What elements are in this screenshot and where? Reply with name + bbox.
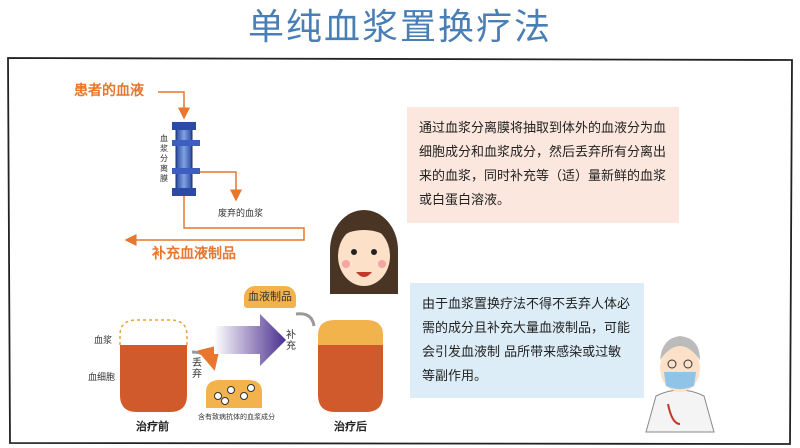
waste-plasma-label: 废弃的血浆 [218, 209, 264, 219]
flow-lines [124, 91, 305, 246]
supplement-label: 补充 [286, 330, 296, 352]
waste-plasma-icon [206, 380, 262, 408]
blood-products-badge: 血液制品 [244, 286, 296, 308]
supplement-arrow [295, 312, 316, 327]
blood-cells-label: 血细胞 [88, 373, 116, 383]
after-container [318, 320, 383, 412]
discard-arrow [191, 344, 221, 371]
girl-avatar [330, 210, 398, 294]
transition-arrow [214, 314, 286, 366]
supplement-products-label: 补充血液制品 [152, 246, 236, 262]
frame-border [7, 57, 793, 445]
separator-membrane-label: 血浆分离膜 [160, 134, 168, 183]
separator-membrane-icon [172, 122, 200, 196]
discard-label: 丢弃 [192, 358, 202, 380]
info-box-top: 通过血浆分离膜将抽取到体外的血液分为血细胞成分和血浆成分，然后丢弃所有分离出来的… [407, 107, 679, 223]
waste-caption: 含有致病抗体的血浆成分 [198, 413, 275, 421]
patient-blood-label: 患者的血液 [74, 83, 144, 99]
plasma-label: 血浆 [94, 336, 113, 346]
after-label: 治疗后 [334, 420, 367, 433]
page-title: 单纯血浆置换疗法 [247, 7, 552, 48]
doctor-avatar [645, 336, 715, 433]
info-box-bottom: 由于血浆置换疗法不得不丢弃人体必需的成分且补充大量血液制品，可能会引发血液制 品… [410, 283, 644, 398]
before-label: 治疗前 [136, 420, 169, 433]
before-container [119, 319, 188, 412]
